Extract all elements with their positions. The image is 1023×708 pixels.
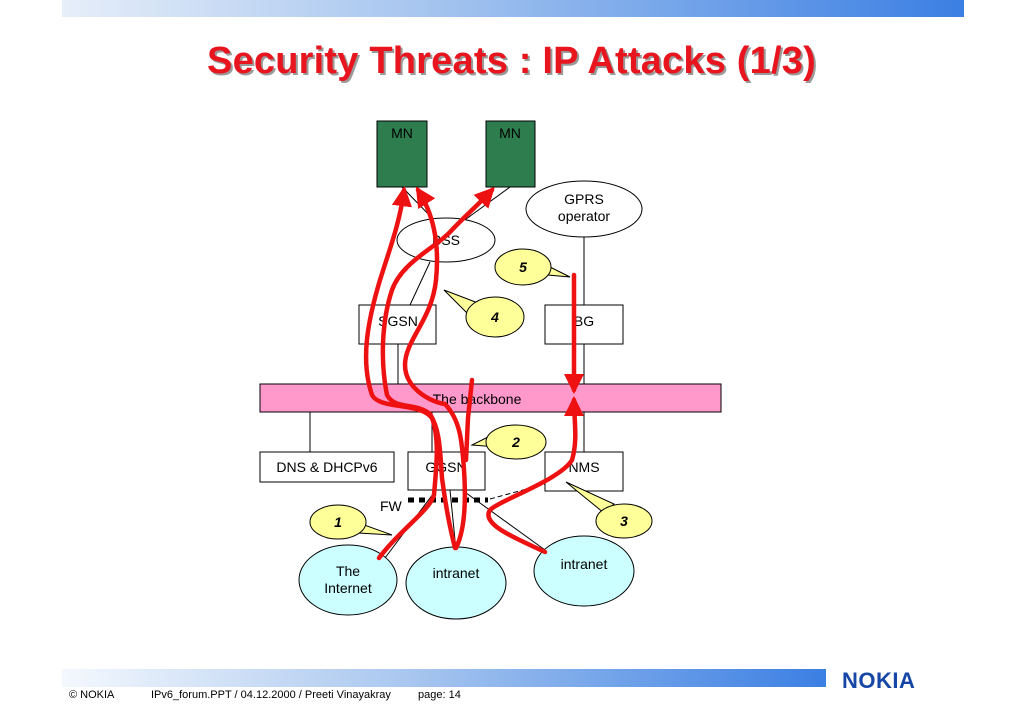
mn-left-label: MN — [391, 125, 413, 141]
slide-title: Security Threats : IP Attacks (1/3) — [207, 40, 816, 82]
intranet-left-label: intranet — [433, 565, 480, 581]
backbone-bar: The backbone — [259, 383, 722, 413]
callout-4-label: 4 — [490, 309, 499, 325]
footer-info: IPv6_forum.PPT / 04.12.2000 / Preeti Vin… — [151, 689, 391, 701]
callout-3: 3 — [565, 481, 653, 539]
callout-2-label: 2 — [511, 434, 520, 450]
callout-5-label: 5 — [519, 259, 527, 275]
top-gradient-bar — [62, 0, 964, 17]
attack-path-intranet-right — [486, 395, 585, 555]
firewall: FW — [380, 497, 488, 514]
callout-1: 1 — [309, 504, 393, 540]
intranet-right-label: intranet — [561, 556, 608, 572]
backbone-label: The backbone — [433, 391, 522, 407]
attack-path-intranet-left — [380, 187, 495, 551]
mn-right-label: MN — [499, 125, 521, 141]
sgsn-label: SGSN — [378, 313, 418, 329]
callout-2: 2 — [470, 424, 547, 460]
nms-label: NMS — [568, 459, 599, 475]
footer-copyright: © NOKIA — [69, 689, 115, 701]
mn-left-node: MN — [376, 120, 428, 188]
intranet-left-cloud: intranet — [405, 546, 507, 620]
internet-label-2: Internet — [324, 580, 372, 596]
ggsn-node: GGSN — [407, 451, 486, 491]
footer-page: page: 14 — [418, 689, 461, 701]
gprs-operator-label-2: operator — [558, 208, 610, 224]
bg-label: BG — [574, 313, 594, 329]
callout-3-label: 3 — [620, 513, 628, 529]
gprs-operator-label-1: GPRS — [564, 191, 604, 207]
internet-cloud: The Internet — [298, 544, 398, 616]
attack-arrows — [363, 185, 585, 561]
bg-node: BG — [544, 304, 624, 345]
dns-dhcp-label: DNS & DHCPv6 — [276, 459, 377, 475]
gprs-operator-node: GPRS operator — [525, 180, 643, 238]
intranet-right-cloud: intranet — [533, 535, 635, 607]
callout-1-label: 1 — [334, 514, 342, 530]
firewall-label: FW — [380, 498, 403, 514]
dns-dhcp-node: DNS & DHCPv6 — [259, 451, 395, 483]
nokia-logo: NOKIA — [842, 668, 916, 693]
internet-label-1: The — [336, 563, 360, 579]
attack-path-internet — [363, 185, 440, 561]
callout-4: 4 — [443, 289, 525, 338]
bss-node: BSS — [396, 217, 496, 263]
callout-5: 5 — [494, 248, 571, 286]
mn-right-node: MN — [485, 120, 536, 188]
ggsn-label: GGSN — [425, 459, 466, 475]
attack-path-mn-to-ggsn — [405, 190, 475, 551]
bottom-gradient-bar — [62, 669, 826, 687]
